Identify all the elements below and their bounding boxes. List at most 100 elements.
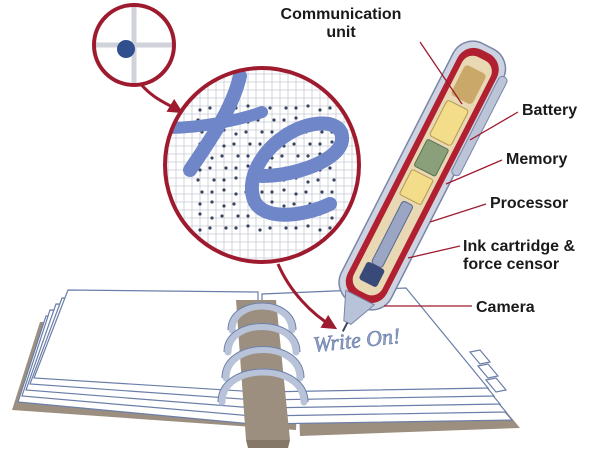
memory-component: [414, 139, 449, 177]
pattern-dot: [244, 130, 248, 134]
pattern-dot: [222, 144, 226, 148]
pattern-dot: [282, 188, 286, 192]
pattern-dot: [210, 200, 214, 204]
pattern-dot: [208, 166, 212, 170]
label-ink-cartridge-line1: Ink cartridge &: [463, 238, 576, 255]
pattern-dot: [210, 190, 214, 194]
pattern-dot: [282, 204, 286, 208]
pattern-dot: [282, 118, 286, 122]
pattern-dot: [234, 226, 238, 230]
zoom-arrow-2: [276, 263, 338, 330]
pattern-dot: [260, 190, 264, 194]
pattern-dot: [222, 204, 226, 208]
label-communication-unit-line2: unit: [326, 24, 356, 41]
battery-component: [429, 100, 469, 146]
pattern-dot: [268, 106, 272, 110]
pattern-dot: [220, 154, 224, 158]
pattern-dot: [234, 176, 238, 180]
label-ink-cartridge: Ink cartridge & force censor: [463, 238, 575, 274]
pattern-dot: [268, 226, 272, 230]
pattern-dot: [306, 104, 310, 108]
pattern-dot: [320, 130, 324, 134]
dot-magnifier-icon: [92, 3, 176, 87]
pattern-dot: [234, 132, 238, 136]
pattern-dot: [272, 118, 276, 122]
pattern-dot: [212, 178, 216, 182]
pattern-dot: [292, 142, 296, 146]
pattern-dot: [294, 106, 298, 110]
pattern-dot: [234, 192, 238, 196]
pattern-dot: [292, 202, 296, 206]
pattern-dot: [232, 142, 236, 146]
label-communication-unit: Communication unit: [268, 6, 414, 42]
pattern-dot: [236, 154, 240, 158]
pattern-dot: [294, 192, 298, 196]
pattern-dot: [246, 104, 250, 108]
pattern-dot: [318, 108, 322, 112]
pattern-dot: [196, 178, 200, 182]
pattern-dot: [330, 216, 334, 220]
label-processor: Processor: [490, 195, 569, 212]
pattern-dot: [316, 178, 320, 182]
pattern-dot: [294, 116, 298, 120]
grid-magnifier-icon: [163, 66, 361, 264]
notebook-left-pages: [17, 289, 259, 425]
pattern-dot: [258, 142, 262, 146]
processor-component: [399, 169, 434, 205]
pattern-dot: [328, 226, 332, 230]
pattern-dot: [248, 142, 252, 146]
pattern-dot: [246, 154, 250, 158]
pattern-dot: [306, 180, 310, 184]
label-battery: Battery: [522, 102, 578, 119]
notebook-index-tabs: [468, 349, 508, 393]
pattern-dot: [246, 214, 250, 218]
pattern-dot: [220, 214, 224, 218]
pattern-dot: [320, 190, 324, 194]
pattern-dot: [236, 214, 240, 218]
pattern-dot: [198, 108, 202, 112]
pattern-dot: [280, 154, 284, 158]
pen-tip: [343, 289, 376, 325]
pattern-dot: [306, 224, 310, 228]
pattern-dot: [246, 164, 250, 168]
pattern-dot: [270, 190, 274, 194]
pattern-dot: [330, 140, 334, 144]
pattern-dot: [308, 142, 312, 146]
label-memory: Memory: [506, 151, 568, 168]
pattern-dot: [222, 178, 226, 182]
pattern-dot: [198, 212, 202, 216]
pattern-dot: [328, 166, 332, 170]
label-camera: Camera: [476, 299, 535, 316]
pattern-dot: [232, 202, 236, 206]
pattern-dot: [208, 226, 212, 230]
pattern-dot: [224, 166, 228, 170]
binder-rings: [218, 302, 308, 406]
pattern-dot: [208, 106, 212, 110]
pattern-dot: [222, 188, 226, 192]
pattern-dot: [270, 130, 274, 134]
pattern-dot: [284, 106, 288, 110]
pattern-dot: [234, 166, 238, 170]
pattern-dot: [294, 226, 298, 230]
handwriting-stroke: [165, 69, 349, 222]
pattern-dot: [200, 190, 204, 194]
pattern-dot: [318, 142, 322, 146]
communication-unit-component: [451, 65, 486, 104]
pattern-dot: [198, 228, 202, 232]
pattern-dot: [304, 190, 308, 194]
pattern-dot: [198, 202, 202, 206]
callout-leaders: [384, 41, 519, 307]
notebook: Write On!: [12, 287, 520, 448]
pattern-dot: [117, 40, 135, 58]
pattern-dot: [210, 216, 214, 220]
digital-pen-icon: [338, 40, 508, 332]
pattern-dot: [318, 228, 322, 232]
pattern-dot: [260, 130, 264, 134]
camera-component: [359, 262, 385, 287]
pattern-dot: [330, 190, 334, 194]
pattern-dot: [246, 224, 250, 228]
label-communication-unit-line1: Communication: [280, 6, 402, 23]
pattern-dot: [198, 168, 202, 172]
pattern-dot: [224, 226, 228, 230]
